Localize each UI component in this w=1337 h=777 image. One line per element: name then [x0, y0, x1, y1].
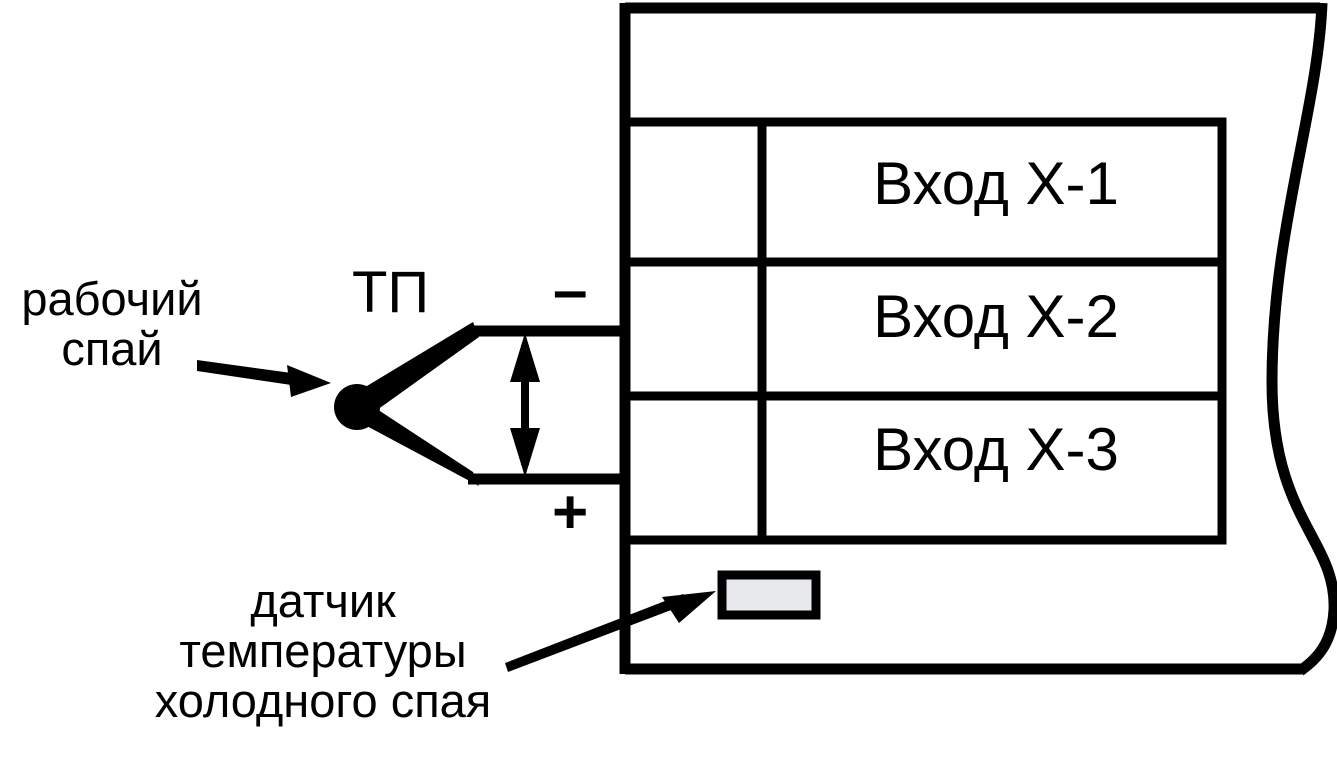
- terminal-row-label-2: Вход Х-2: [873, 283, 1119, 350]
- polarity-positive-label: +: [552, 478, 589, 547]
- cold-junction-sensor-annotation: датчик температуры холодного спая: [154, 574, 492, 727]
- cold-junction-sensor-body: [717, 570, 821, 620]
- double-arrow-head-down: [510, 428, 540, 477]
- leader-arrow-head-1: [287, 365, 331, 397]
- thermocouple-lead-negative: [357, 322, 479, 420]
- double-arrow-head-up: [510, 333, 540, 382]
- thermocouple-designation-label: ТП: [352, 260, 430, 325]
- terminal-row-label-3: Вход Х-3: [873, 416, 1119, 483]
- leader-arrow-shaft-1: [197, 360, 299, 386]
- connection-wires: [468, 325, 628, 485]
- break-curve-right: [1266, 2, 1337, 676]
- leader-arrow-cold-sensor: [505, 591, 716, 672]
- cold-junction-sensor: [717, 570, 821, 620]
- working-junction-bead: [334, 384, 380, 430]
- thermocouple-lead-positive: [357, 396, 479, 486]
- thermocouple-symbol: [334, 322, 479, 486]
- working-junction-annotation: рабочий спай: [21, 272, 203, 375]
- double-arrow-shaft: [521, 345, 529, 465]
- wire-gap-double-arrow: [510, 333, 540, 477]
- polarity-negative-label: –: [553, 256, 588, 325]
- terminal-row-label-1: Вход Х-1: [873, 150, 1119, 217]
- leader-arrow-working-junction: [197, 360, 331, 397]
- leader-arrow-shaft-2: [505, 594, 687, 672]
- leader-arrow-head-2: [662, 591, 716, 623]
